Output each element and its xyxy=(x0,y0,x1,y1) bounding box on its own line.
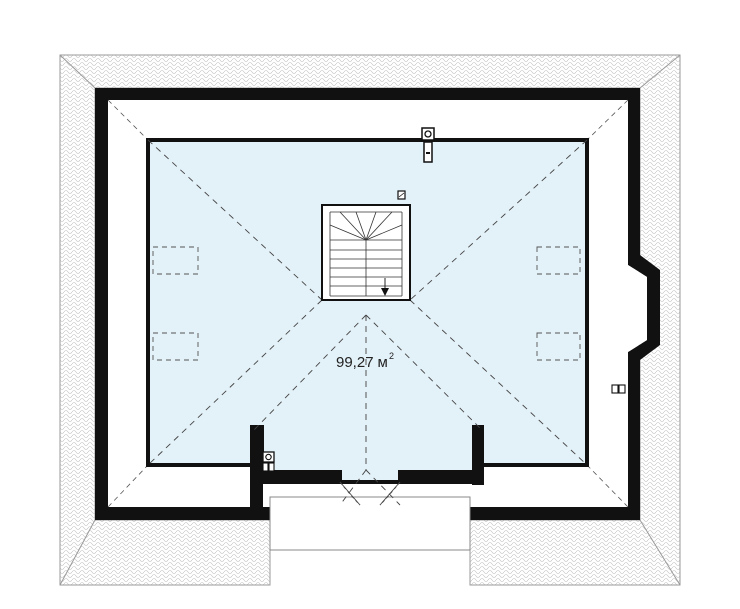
dormer-bay xyxy=(628,265,647,352)
balcony xyxy=(269,496,471,551)
roof-hip-lines xyxy=(59,54,681,586)
ventilation-icon xyxy=(611,384,626,394)
skylight-icon xyxy=(152,246,581,361)
area-unit: м xyxy=(378,354,388,371)
attic-room xyxy=(146,138,589,484)
roof-projection-lines xyxy=(107,99,629,508)
area-exponent: 2 xyxy=(389,351,394,361)
area-value: 99,27 xyxy=(336,354,374,371)
ventilation-icon xyxy=(397,190,406,200)
chimney-icon xyxy=(262,451,275,472)
chimney-icon xyxy=(421,127,435,163)
balcony-door xyxy=(339,481,401,506)
ceiling-slope-lines xyxy=(147,139,588,506)
staircase-icon xyxy=(321,204,411,301)
inner-walls xyxy=(250,425,484,507)
